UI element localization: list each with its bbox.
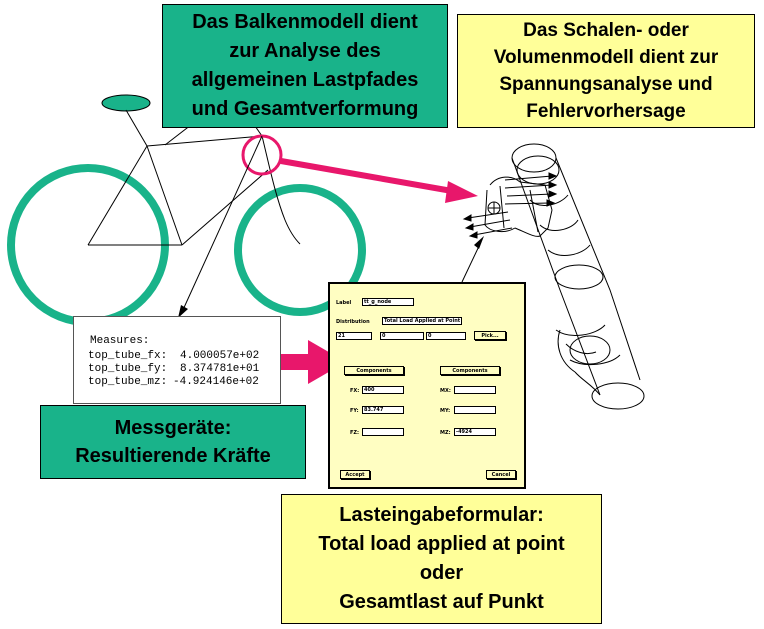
front-wheel — [234, 184, 366, 316]
junction-highlight — [241, 134, 283, 176]
form-force-mode-select[interactable]: Components — [344, 366, 404, 375]
callout-form-line-3: oder — [419, 562, 464, 584]
measure-name-fy: top_tube_fy: — [88, 363, 168, 375]
measure-value-mz: -4.924146e+02 — [173, 376, 259, 388]
callout-gauges: Messgeräte: Resultierende Kräfte — [40, 405, 306, 479]
callout-load-form: Lasteingabeformular: Total load applied … — [281, 494, 602, 624]
beam-frame — [87, 109, 301, 246]
form-name-field[interactable]: tt_g_node — [362, 298, 414, 306]
form-mz-field[interactable]: -4924 — [454, 428, 496, 436]
form-fz-field[interactable] — [362, 428, 404, 436]
form-my-label: MY: — [440, 408, 451, 414]
measures-header: Measures: — [90, 335, 150, 347]
measures-output: Measures: top_tube_fx: 4.000057e+02 top_… — [73, 316, 281, 404]
callout-shell-line-1: Das Schalen- oder — [523, 20, 689, 41]
pointer-form-to-model-head — [474, 236, 484, 249]
callout-beam-model: Das Balkenmodell dient zur Analyse des a… — [162, 4, 448, 128]
form-mz-label: MZ: — [440, 430, 451, 436]
form-pick-button[interactable]: Pick... — [474, 331, 506, 340]
form-mx-label: MX: — [440, 388, 451, 394]
pink-arrow-shaft — [280, 158, 453, 194]
callout-shell-line-4: Fehlervorhersage — [526, 101, 686, 122]
load-input-form: Label tt_g_node Distribution Total Load … — [328, 282, 526, 489]
form-distribution-select[interactable]: Total Load Applied at Point — [382, 317, 462, 325]
form-moment-mode-select[interactable]: Components — [440, 366, 500, 375]
callout-shell-line-2: Volumenmodell dient zur — [493, 47, 719, 68]
form-coord-x-field[interactable]: 21 — [336, 332, 372, 340]
saddle — [101, 94, 151, 112]
callout-beam-line-1: Das Balkenmodell dient — [192, 11, 418, 33]
measure-value-fx: 4.000057e+02 — [180, 350, 260, 362]
form-coord-z-field[interactable]: 0 — [426, 332, 466, 340]
form-fz-label: FZ: — [350, 430, 360, 436]
form-name-label: Label — [336, 300, 352, 306]
form-fy-label: FY: — [350, 408, 359, 414]
pink-arrow2-head — [308, 340, 346, 384]
fe-load-arrows — [462, 172, 558, 239]
pointer-to-measures-head — [178, 305, 188, 318]
callout-gauges-line-2: Resultierende Kräfte — [75, 445, 271, 467]
form-fx-label: FX: — [350, 388, 360, 394]
callout-form-line-1: Lasteingabeformular: — [339, 504, 544, 526]
callout-form-line-4: Gesamtlast auf Punkt — [339, 591, 544, 613]
callout-beam-line-3: allgemeinen Lastpfades — [191, 69, 419, 91]
callout-shell-line-3: Spannungsanalyse und — [499, 74, 713, 95]
callout-gauges-line-1: Messgeräte: — [114, 417, 232, 439]
callout-beam-line-4: und Gesamtverformung — [191, 98, 419, 120]
pointer-form-to-model — [461, 243, 481, 283]
measure-name-mz: top_tube_mz: — [88, 376, 168, 388]
pointer-to-measures — [181, 135, 263, 313]
measure-name-fx: top_tube_fx: — [88, 350, 168, 362]
form-accept-button[interactable]: Accept — [340, 470, 370, 479]
measure-value-fy: 8.374781e+01 — [180, 363, 260, 375]
form-mx-field[interactable] — [454, 386, 496, 394]
form-distribution-label: Distribution — [336, 319, 370, 325]
form-cancel-button[interactable]: Cancel — [486, 470, 516, 479]
form-my-field[interactable] — [454, 406, 496, 414]
callout-beam-line-2: zur Analyse des — [229, 40, 381, 62]
pink-arrow-head — [445, 181, 478, 203]
callout-form-line-2: Total load applied at point — [318, 533, 565, 555]
form-fx-field[interactable]: 400 — [362, 386, 404, 394]
form-coord-y-field[interactable]: 0 — [380, 332, 424, 340]
form-fy-field[interactable]: 83.747 — [362, 406, 404, 414]
callout-shell-model: Das Schalen- oder Volumenmodell dient zu… — [457, 14, 755, 128]
